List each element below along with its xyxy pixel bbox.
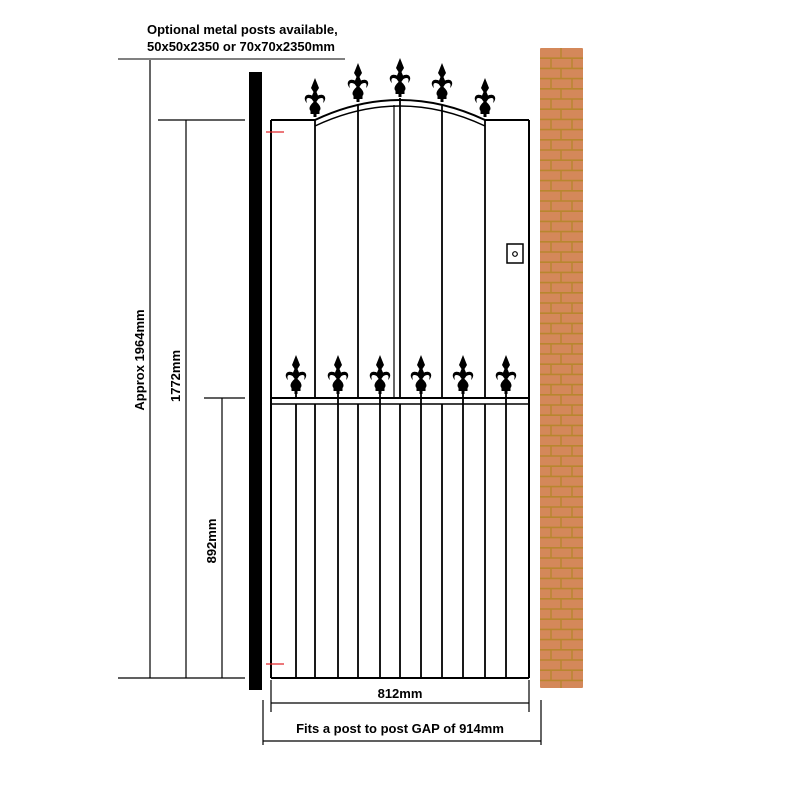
rail-height-dimension bbox=[204, 397, 245, 678]
posts-note-line2: 50x50x2350 or 70x70x2350mm bbox=[147, 39, 335, 54]
posts-note-line1: Optional metal posts available, bbox=[147, 22, 338, 37]
gate-width-label: 812mm bbox=[378, 686, 423, 701]
rail-finials bbox=[285, 355, 517, 394]
frame-height-dimension bbox=[158, 119, 245, 678]
frame-height-label: 1772mm bbox=[168, 350, 183, 402]
gate-latch bbox=[506, 243, 524, 264]
post-gap-label: Fits a post to post GAP of 914mm bbox=[296, 721, 504, 736]
gate-width-dimension bbox=[270, 680, 530, 712]
hinge-markers bbox=[266, 131, 284, 665]
post-gap-dimension bbox=[262, 700, 542, 745]
lower-bars bbox=[295, 380, 507, 678]
upper-bars bbox=[314, 98, 486, 398]
overall-height-label: Approx 1964mm bbox=[132, 309, 147, 410]
rail-height-label: 892mm bbox=[204, 519, 219, 564]
metal-post bbox=[249, 72, 262, 690]
brick-pillar bbox=[540, 48, 583, 688]
overall-height-dimension bbox=[118, 60, 245, 679]
